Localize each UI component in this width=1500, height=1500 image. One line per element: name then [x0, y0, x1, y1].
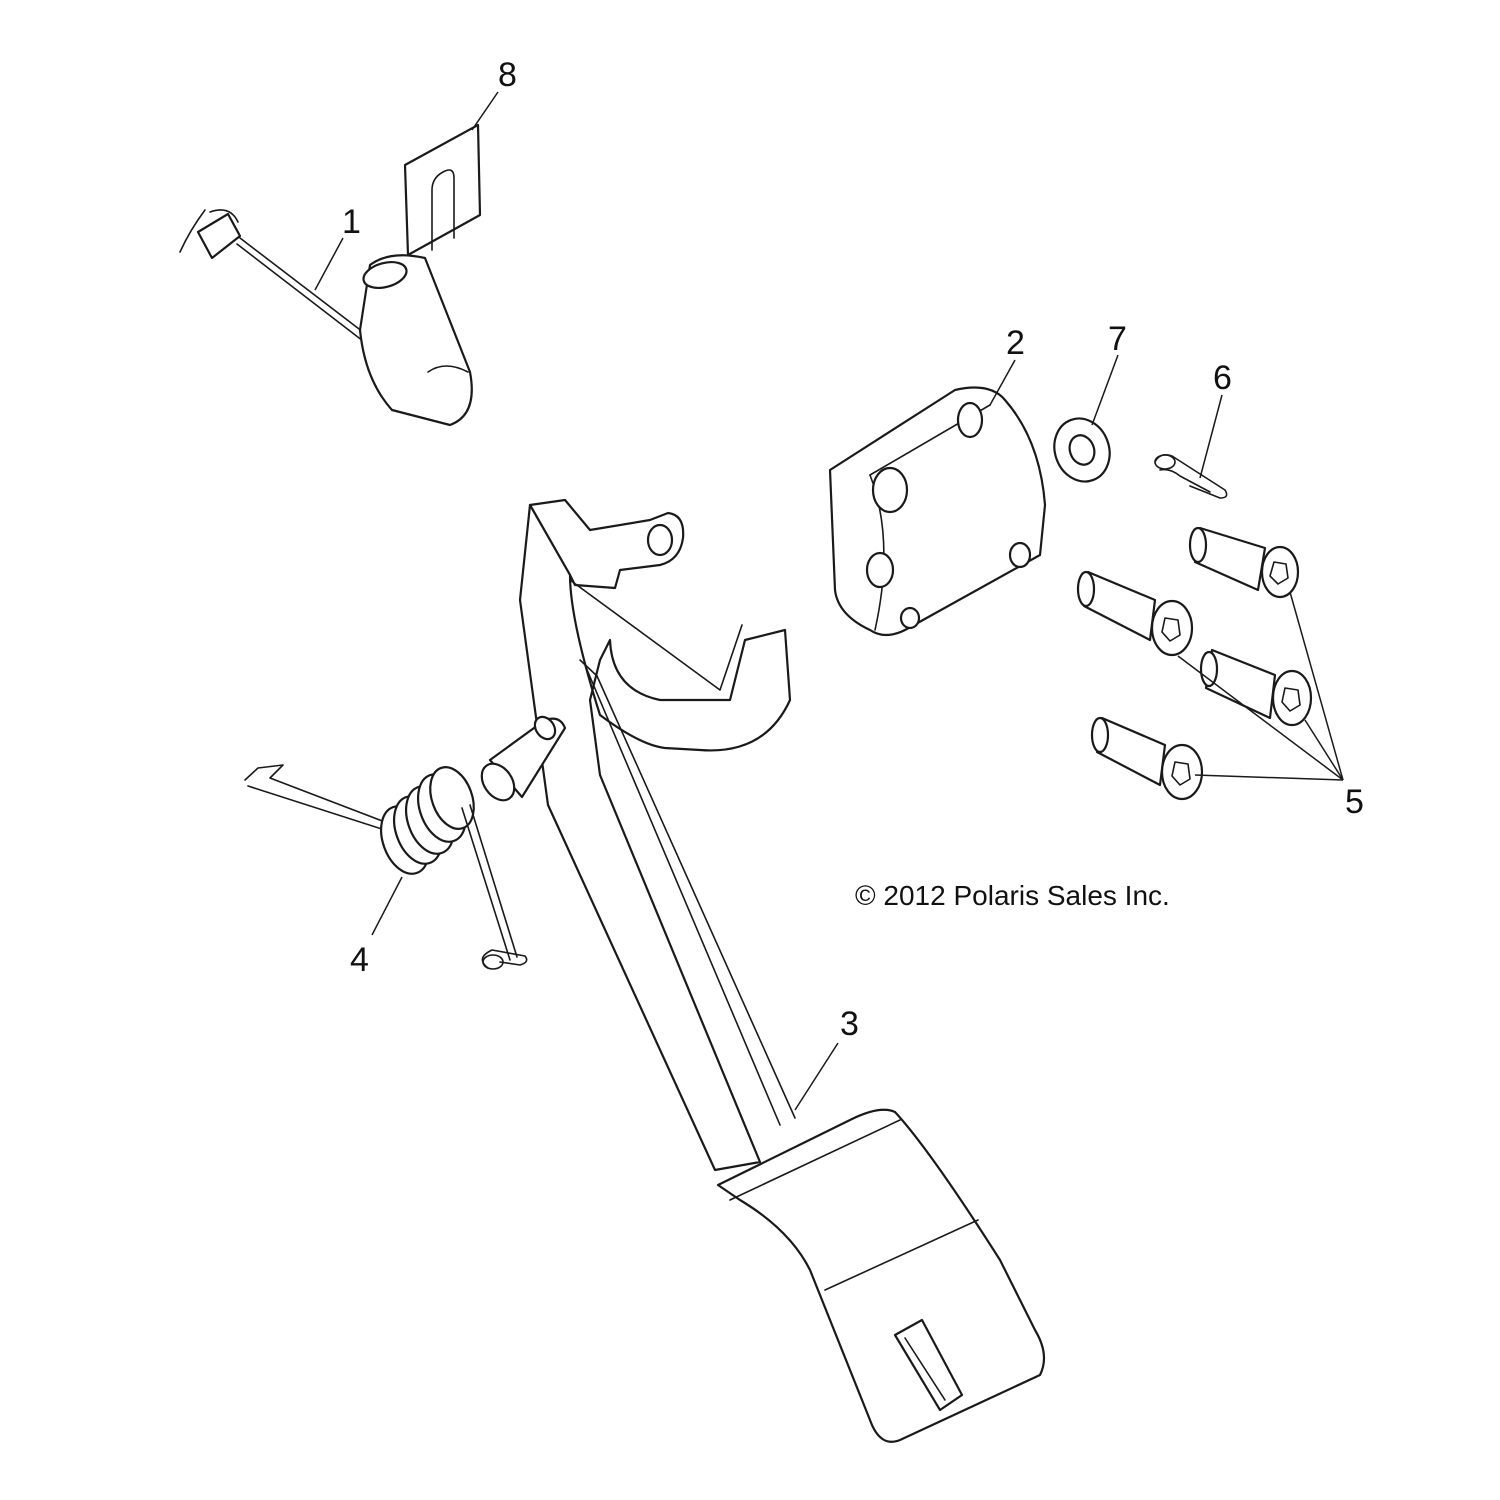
- callout-labels: 8 1 2 7 6 5 4 3: [342, 56, 1364, 1043]
- shim-plate-part-8: [403, 123, 482, 257]
- cap-screw-1: [1188, 526, 1300, 599]
- washer-part-7: [1053, 417, 1111, 483]
- callout-6: 6: [1213, 359, 1232, 397]
- pedal-arm-part-3: [518, 498, 1046, 1443]
- callout-8: 8: [498, 56, 517, 94]
- cap-screw-3: [1199, 648, 1313, 727]
- callout-5: 5: [1345, 783, 1364, 821]
- callout-2: 2: [1006, 324, 1025, 362]
- cotter-pin-part-6: [1154, 454, 1228, 499]
- callout-3: 3: [840, 1005, 859, 1043]
- leader-lines: [314, 91, 1344, 1111]
- pedal-stop-block-part-2: [828, 386, 1047, 637]
- pivot-pin: [480, 715, 567, 802]
- cap-screw-4: [1090, 716, 1204, 801]
- callout-1: 1: [342, 203, 361, 241]
- copyright-notice: © 2012 Polaris Sales Inc.: [855, 880, 1170, 911]
- cap-screws-part-5: [1076, 526, 1313, 801]
- return-spring-part-4: [244, 764, 528, 970]
- pedal-sensor-part-1: [179, 209, 473, 427]
- callout-7: 7: [1108, 320, 1127, 358]
- cap-screw-2: [1076, 570, 1194, 657]
- callout-4: 4: [350, 941, 369, 979]
